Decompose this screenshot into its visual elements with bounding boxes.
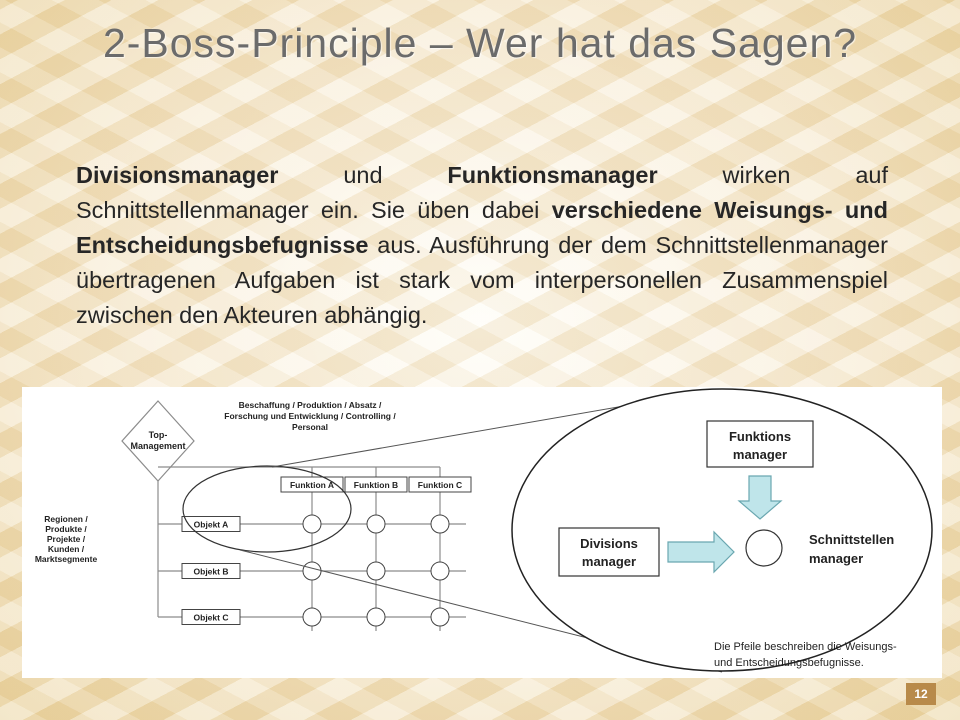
funktions-manager-label: Funktions manager bbox=[729, 429, 791, 462]
funktions-manager-label-line: Funktions bbox=[729, 429, 791, 444]
function-label-line: Funktion A bbox=[290, 480, 334, 490]
top-management-label: Top-Management bbox=[130, 430, 185, 451]
top-management-label-line: Top- bbox=[149, 430, 168, 440]
object-label-line: Objekt C bbox=[194, 613, 229, 623]
body-text-bold-run: Funktionsmanager bbox=[447, 162, 658, 188]
matrix-organization-diagram: Top-Management Beschaffung / Produktion /… bbox=[22, 387, 942, 678]
interface-node bbox=[302, 514, 322, 534]
regions-label: Regionen /Produkte /Projekte /Kunden /Ma… bbox=[35, 514, 98, 564]
top-management-label-line: Management bbox=[130, 441, 185, 451]
interface-node bbox=[430, 607, 450, 627]
funktions-manager-box bbox=[706, 420, 814, 468]
regions-label-line: Regionen / bbox=[44, 514, 88, 524]
regions-label-line: Kunden / bbox=[48, 544, 85, 554]
interface-node bbox=[302, 561, 322, 581]
schnittstellen-manager-label-line: manager bbox=[809, 551, 863, 566]
body-text-bold-run: Divisionsmanager bbox=[76, 162, 279, 188]
functions-header-label-line: Beschaffung / Produktion / Absatz / bbox=[239, 400, 382, 410]
interface-node bbox=[430, 514, 450, 534]
function-label: Funktion C bbox=[418, 480, 462, 490]
body-text-run: aus. Ausführung der dem Schnittstellenma… bbox=[76, 232, 888, 328]
interface-node bbox=[366, 607, 386, 627]
zoom-detail-ellipse bbox=[511, 388, 933, 672]
object-label: Objekt C bbox=[194, 613, 229, 623]
function-box bbox=[344, 476, 408, 493]
object-label: Objekt A bbox=[194, 520, 229, 530]
schnittstellen-manager-label-line: Schnittstellen bbox=[809, 532, 894, 547]
interface-node bbox=[366, 514, 386, 534]
interface-node bbox=[430, 561, 450, 581]
interface-node bbox=[302, 607, 322, 627]
function-box bbox=[408, 476, 472, 493]
diagram-caption-line: Die Pfeile beschreiben die Weisungs- bbox=[714, 641, 897, 653]
regions-label-line: Produkte / bbox=[45, 524, 87, 534]
object-box bbox=[181, 563, 241, 579]
regions-label-line: Marktsegmente bbox=[35, 554, 98, 564]
page-number: 12 bbox=[906, 683, 936, 705]
functions-header-label-line: Forschung und Entwicklung / Controlling … bbox=[224, 411, 396, 421]
object-box bbox=[181, 609, 241, 625]
function-label: Funktion A bbox=[290, 480, 334, 490]
right-arrow-icon bbox=[667, 530, 735, 574]
divisions-manager-label-line: Divisions bbox=[580, 536, 638, 551]
schnittstellen-manager-label: Schnittstellen manager bbox=[809, 532, 894, 566]
object-label-line: Objekt B bbox=[194, 567, 229, 577]
body-text-run: wirken auf Schnittstellenmanager ein. Si… bbox=[76, 162, 888, 223]
function-box bbox=[280, 476, 344, 493]
interface-manager-node bbox=[745, 529, 783, 567]
function-label-line: Funktion C bbox=[418, 480, 462, 490]
zoom-source-ellipse bbox=[182, 465, 352, 553]
interface-node bbox=[366, 561, 386, 581]
down-arrow-icon bbox=[737, 475, 783, 520]
body-text-bold-run: verschiedene Weisungs- und Entscheidungs… bbox=[76, 197, 888, 258]
divisions-manager-label-line: manager bbox=[582, 554, 636, 569]
diagram-caption-line: und Entscheidungsbefugnisse. bbox=[714, 657, 864, 669]
regions-label-line: Projekte / bbox=[47, 534, 86, 544]
divisions-manager-label: Divisions manager bbox=[580, 536, 638, 569]
object-label: Objekt B bbox=[194, 567, 229, 577]
slide-title: 2-Boss-Principle – Wer hat das Sagen? bbox=[102, 20, 858, 66]
functions-header-label-line: Personal bbox=[292, 422, 328, 432]
object-label-line: Objekt A bbox=[194, 520, 229, 530]
function-label-line: Funktion B bbox=[354, 480, 398, 490]
function-label: Funktion B bbox=[354, 480, 398, 490]
body-text-run: und bbox=[278, 162, 448, 188]
functions-header-label: Beschaffung / Produktion / Absatz /Forsc… bbox=[224, 400, 396, 432]
object-box bbox=[181, 516, 241, 532]
body-paragraph: Divisionsmanager und Funktionsmanager wi… bbox=[76, 158, 888, 333]
funktions-manager-label-line: manager bbox=[733, 447, 787, 462]
diagram-caption: Die Pfeile beschreiben die Weisungs-und … bbox=[714, 641, 897, 669]
divisions-manager-box bbox=[558, 527, 660, 577]
